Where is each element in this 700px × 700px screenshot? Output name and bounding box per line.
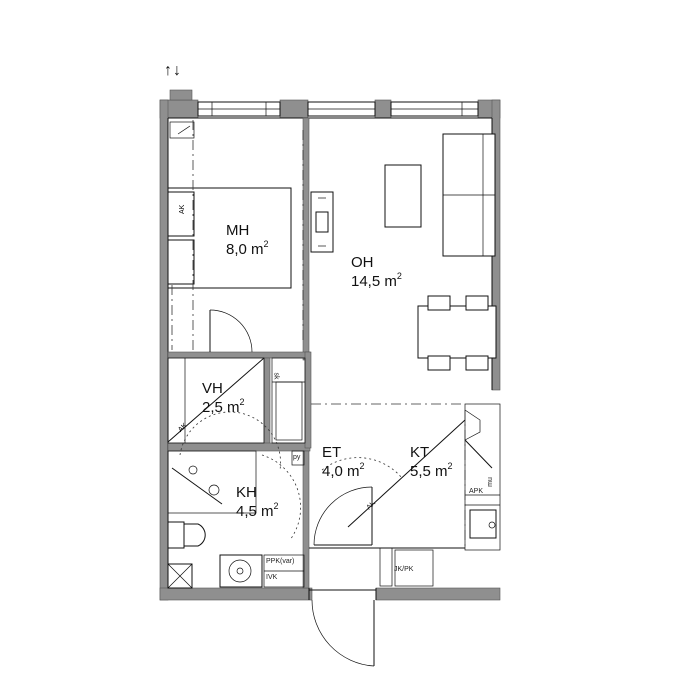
room-area-et: 4,0 m2: [322, 461, 365, 481]
mu-label: mu: [486, 477, 494, 487]
jk-pk-label: JK/PK: [394, 566, 414, 573]
py-label: py: [293, 454, 301, 461]
shower-arc: [261, 454, 301, 541]
apk-label: APK: [469, 488, 484, 495]
room-name-vh: VH: [202, 380, 223, 397]
door-kh: [313, 486, 373, 546]
room-label-vh: VH 2,5 m2: [202, 380, 245, 417]
sofa: [442, 133, 496, 257]
ak-mark-mh: AK: [179, 204, 186, 214]
entrance-door: [308, 588, 377, 667]
windows: [197, 101, 479, 117]
shower-curtain: [179, 411, 281, 471]
toilet: [167, 521, 206, 549]
room-area-vh: 2,5 m2: [202, 397, 245, 417]
washing-machine: [219, 554, 263, 588]
jkpk-box: [379, 547, 393, 587]
py-box: [291, 450, 305, 466]
room-label-kt: KT 5,5 m2: [410, 444, 453, 481]
et-arc: [321, 457, 403, 479]
room-area-mh: 8,0 m2: [226, 239, 269, 259]
bed: [167, 187, 292, 289]
room-name-oh: OH: [351, 254, 374, 271]
drain-box: [167, 563, 193, 589]
exterior-walls: [159, 89, 501, 601]
room-area-oh: 14,5 m2: [351, 271, 402, 291]
room-name-mh: MH: [226, 222, 250, 239]
dining-table: [417, 295, 497, 371]
room-label-kh: KH 4,5 m2: [236, 484, 279, 521]
ak-line-et: [347, 419, 466, 528]
room-area-kh: 4,5 m2: [236, 501, 279, 521]
wardrobe-et: [271, 357, 306, 444]
room-name-et: ET: [322, 444, 342, 461]
room-name-kt: KT: [410, 444, 430, 461]
wardrobe-mh: [169, 121, 195, 139]
room-label-oh: OH 14,5 m2: [351, 254, 402, 291]
tv-unit: [310, 191, 334, 253]
wardrobe-vh: [167, 357, 265, 444]
ak-mark-vh: AK: [177, 422, 189, 434]
sk-label: sk: [272, 372, 280, 380]
room-name-kh: KH: [236, 484, 257, 501]
shower: [167, 450, 257, 514]
orientation-arrows-icon: ↑↓: [164, 62, 182, 79]
room-label-mh: MH 8,0 m2: [226, 222, 269, 259]
ppk-label: PPK(var): [266, 558, 295, 565]
room-label-et: ET 4,0 m2: [322, 444, 365, 481]
room-area-kt: 5,5 m2: [410, 461, 453, 481]
door-mh: [209, 309, 253, 353]
kitchen-counter: [464, 403, 501, 551]
jkpk-cabinet: [394, 549, 434, 587]
ivk-label: IVK: [266, 574, 278, 581]
coffee-table: [384, 164, 422, 228]
